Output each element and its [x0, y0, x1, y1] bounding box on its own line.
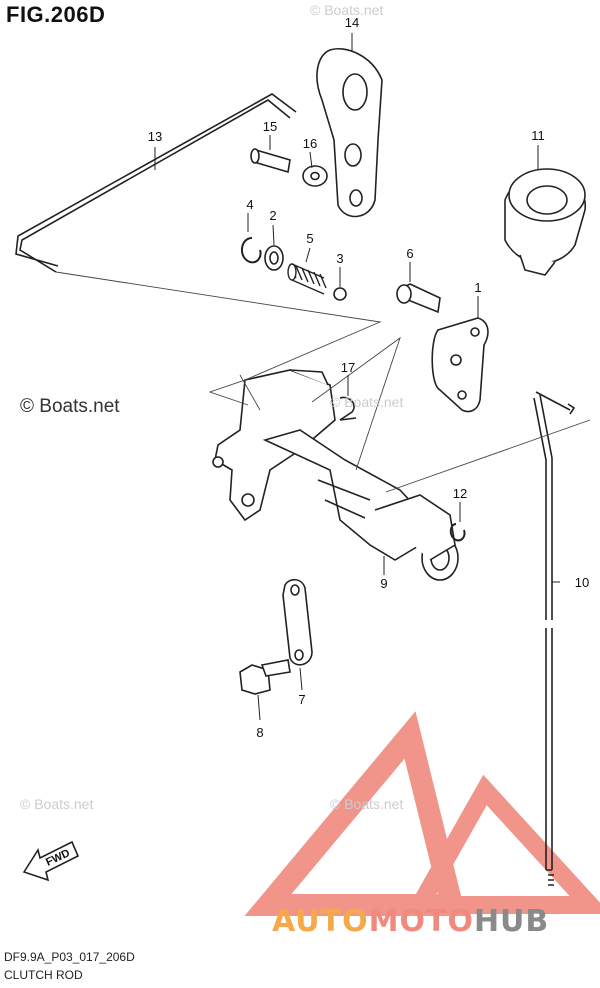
callout-6: 6 — [406, 246, 413, 261]
part-7-link — [282, 578, 313, 666]
part-2-washer — [264, 245, 284, 271]
part-16-washer — [302, 165, 328, 187]
callout-7: 7 — [298, 692, 305, 707]
callout-8: 8 — [256, 725, 263, 740]
part-3-ball — [333, 287, 347, 301]
watermark-faint-top: © Boats.net — [310, 2, 384, 18]
callout-15: 15 — [263, 119, 277, 134]
brand-moto: MOTO — [368, 904, 474, 939]
watermark-main: © Boats.net — [20, 396, 120, 417]
part-4-circlip — [241, 237, 262, 264]
part-10-rod — [533, 391, 576, 886]
part-17-cotter-pin — [339, 396, 357, 421]
callout-12: 12 — [453, 486, 467, 501]
watermark-faint-bottom-left: © Boats.net — [20, 796, 94, 812]
fwd-arrow-icon: FWD — [22, 840, 80, 882]
automotohub-brand: AUTOMOTOHUB — [272, 904, 549, 939]
callout-leaders — [154, 33, 560, 721]
callout-5: 5 — [306, 231, 313, 246]
callout-9: 9 — [380, 576, 387, 591]
callout-3: 3 — [336, 251, 343, 266]
callout-1: 1 — [474, 280, 481, 295]
callout-2: 2 — [269, 208, 276, 223]
assembly-guide-lines — [55, 271, 591, 493]
part-13-wire-rod — [15, 93, 297, 273]
automotohub-logo — [244, 711, 600, 916]
part-11-grommet — [504, 168, 586, 276]
part-8-bolt — [239, 659, 291, 695]
brand-auto: AUTO — [272, 904, 369, 939]
callout-10: 10 — [575, 575, 589, 590]
watermark-faint-bottom-right: © Boats.net — [330, 796, 404, 812]
part-9-shaft — [212, 369, 459, 581]
part-12-circlip — [449, 523, 466, 542]
callout-16: 16 — [303, 136, 317, 151]
callout-17: 17 — [341, 360, 355, 375]
brand-hub: HUB — [473, 904, 550, 939]
callout-11: 11 — [531, 128, 545, 143]
part-14-lever — [316, 48, 383, 218]
watermark-faint-center: © Boats.net — [330, 394, 404, 410]
figure-caption: CLUTCH ROD — [4, 968, 83, 982]
part-1-plate — [431, 317, 489, 413]
callout-numbers: 14 13 15 16 11 4 2 5 3 6 1 17 12 9 10 7 … — [148, 15, 589, 740]
callout-14: 14 — [345, 15, 359, 30]
figure-title: FIG.206D — [6, 2, 106, 27]
figure-code: DF9.9A_P03_017_206D — [4, 950, 135, 964]
callout-4: 4 — [246, 197, 253, 212]
callout-13: 13 — [148, 129, 162, 144]
part-6-bolt — [396, 283, 441, 314]
part-5-spring — [287, 263, 327, 295]
part-15-pin — [250, 148, 291, 174]
